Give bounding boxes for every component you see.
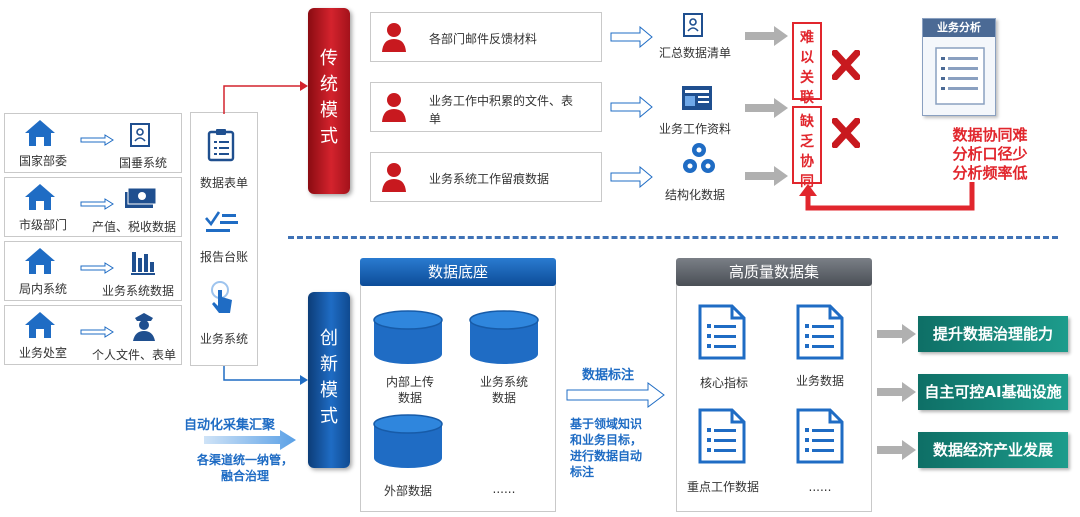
database-cylinder-icon [373,310,443,364]
money-icon [125,187,157,208]
annotation-title: 数据标注 [582,368,635,383]
arrow-icon [80,198,114,210]
house-icon [25,248,55,274]
analysis-issues: 数据协同难 分析口径少 分析频率低 [952,126,1028,182]
database-cylinder-icon [373,414,443,468]
document-icon [698,408,746,464]
traditional-row-text: 业务系统工作留痕数据 [429,172,550,186]
person-icon [382,23,406,52]
person-icon [382,93,406,122]
document-icon [796,304,844,360]
traditional-result: 业务工作资料 [658,122,731,136]
analysis-title: 业务分析 [923,19,995,37]
traditional-result: 结构化数据 [664,188,725,202]
red-x-icon [832,118,860,148]
database-cylinder-icon [469,310,539,364]
red-x-icon [832,50,860,80]
section-divider [288,236,1058,239]
gray-arrow [745,98,788,118]
document-icon [796,408,844,464]
dataset-item: ...... [808,480,832,494]
auto-collect-desc: 各渠道统一纳管， 融合治理 [196,453,293,483]
source-from: 局内系统 [18,282,67,296]
traditional-row: 业务系统工作留痕数据 [370,152,602,202]
source-to: 产值、税收数据 [91,220,176,234]
dataset-title: 高质量数据集 [676,258,872,286]
data-base-item: ...... [492,482,516,496]
source-row: 局内系统 业务系统数据 [4,241,182,301]
house-icon [25,184,55,210]
clipboard-icon [207,129,235,162]
innovative-mode-label: 创 新 模 式 [308,292,350,468]
connector-to-traditional [223,81,308,114]
dataset-item: 核心指标 [699,376,748,390]
document-icon [698,304,746,360]
source-from: 国家部委 [18,154,67,168]
person-icon [382,163,406,192]
analysis-document: 业务分析 [922,18,996,116]
source-from: 市级部门 [18,218,67,232]
problem-box: 难 以 关 联 [792,22,822,106]
source-to: 个人文件、表单 [91,348,176,362]
dataset-item: 重点工作数据 [686,480,759,494]
house-icon [25,312,55,338]
traditional-mode-label: 传 统 模 式 [308,8,350,194]
data-base-title: 数据底座 [360,258,556,286]
outline-arrow [610,96,653,118]
source-row: 业务处室 个人文件、表单 [4,305,182,365]
gradient-arrow [204,430,296,450]
connector-to-innovative [223,366,308,385]
outline-arrow [610,166,653,188]
outcome-box: 自主可控AI基础设施 [918,374,1068,410]
traditional-result: 汇总数据清单 [658,46,731,60]
gray-arrow [745,26,788,46]
traditional-row: 各部门邮件反馈材料 [370,12,602,62]
document-chart-icon [682,86,712,110]
outcome-box: 数据经济产业发展 [918,432,1068,468]
arrow-icon [80,326,114,338]
gray-arrow [877,440,916,460]
data-base-item: 业务系统数据 [479,375,528,405]
outcome-box: 提升数据治理能力 [918,316,1068,352]
arrow-icon [80,262,114,274]
source-to: 业务系统数据 [101,284,174,298]
collect-type-label: 报告台账 [199,250,248,264]
auto-collect-title: 自动化采集汇聚 [184,418,276,433]
house-icon [25,120,55,146]
checklist-icon [205,211,238,232]
arrow-icon [80,134,114,146]
contact-card-icon [130,123,150,147]
data-base-item: 内部上传数据 [386,375,435,405]
bar-chart-icon [131,252,155,275]
gray-arrow [877,324,916,344]
touch-icon [211,281,232,313]
collect-type-label: 数据表单 [199,176,248,190]
gray-arrow [877,382,916,402]
source-row: 市级部门 产值、税收数据 [4,177,182,237]
source-row: 国家部委 国垂系统 [4,113,182,173]
traditional-row-text: 各部门邮件反馈材料 [429,32,538,46]
traditional-row-text: 业务工作中积累的文件、表单 [429,94,574,126]
annotation-desc: 基于领域知识 和业务目标， 进行数据自动 标注 [570,417,643,479]
officer-icon [133,313,155,341]
dataset-item: 业务数据 [795,374,844,388]
document-lines-icon [935,47,985,105]
outline-arrow [610,26,653,48]
contact-card-icon [683,13,703,37]
source-from: 业务处室 [18,346,67,360]
traditional-row: 业务工作中积累的文件、表单 [370,82,602,132]
feedback-arrow [799,182,975,211]
source-to: 国垂系统 [118,156,167,170]
gray-arrow [745,166,788,186]
outline-arrow [566,382,665,408]
collect-type-label: 业务系统 [199,332,248,346]
cluster-icon [683,143,715,173]
data-base-item: 外部数据 [383,484,432,498]
problem-box: 缺 乏 协 同 [792,106,822,190]
